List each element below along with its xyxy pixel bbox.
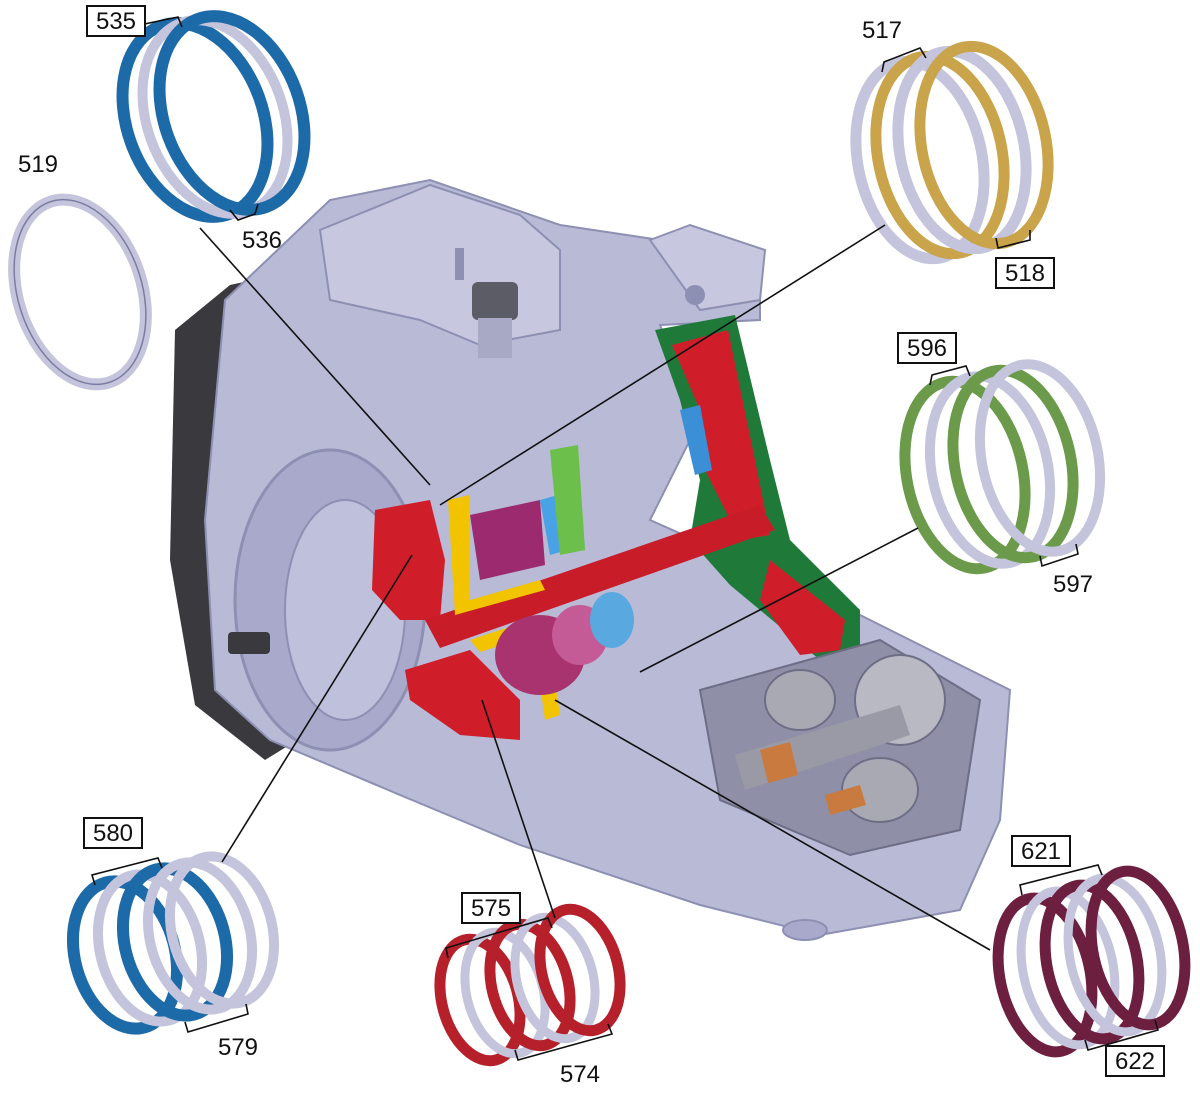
leader-535: [199, 227, 431, 486]
clutch-plate-519: [8, 193, 152, 391]
callout-535-text: 535: [96, 8, 136, 35]
clutch-pack-621-622: [992, 865, 1191, 1058]
section-green-gear: [550, 445, 585, 555]
transmission-housing: [170, 178, 1012, 941]
bracket-621: [1019, 864, 1103, 896]
stud: [455, 248, 464, 280]
section-blue-strip: [680, 405, 712, 475]
callout-518: 518: [995, 257, 1055, 289]
callout-596-text: 596: [907, 335, 947, 362]
clutch-pack-580-579: [66, 851, 280, 1035]
mount-hole: [685, 285, 705, 305]
callout-575-text: 575: [471, 895, 511, 922]
leader-lines: [199, 224, 991, 951]
section-red-upper: [672, 330, 770, 540]
clutch-pack-596-597: [899, 359, 1106, 575]
callout-621-text: 621: [1021, 838, 1061, 865]
callout-574: 574: [560, 1061, 600, 1088]
leader-621: [554, 699, 991, 951]
callout-517-text: 517: [862, 17, 902, 44]
section-yellow-upper: [448, 495, 545, 615]
callout-labels: 535 536 519 517 518 596 597 580 579: [18, 5, 1165, 1088]
filler-cap: [472, 282, 518, 320]
filler-neck: [478, 318, 512, 358]
section-blue-gear: [590, 592, 634, 648]
leader-517: [439, 224, 886, 506]
callout-622: 622: [1105, 1045, 1165, 1077]
transfer-gear-upper: [764, 669, 836, 731]
callout-574-text: 574: [560, 1061, 600, 1088]
callout-580: 580: [83, 817, 143, 849]
clutch-pack-517-518: [850, 40, 1054, 265]
callout-621: 621: [1011, 835, 1071, 867]
bracket-622: [1084, 1019, 1159, 1051]
bracket-574: [514, 1023, 614, 1061]
callout-519: 519: [18, 151, 58, 178]
bracket-597: [1039, 543, 1079, 568]
section-magenta-upper: [470, 500, 545, 580]
section-red-lower: [405, 650, 520, 740]
bracket-596: [929, 365, 971, 386]
bracket-518: [995, 230, 1031, 249]
callout-622-text: 622: [1115, 1048, 1155, 1075]
callout-535: 535: [86, 5, 146, 37]
bracket-517: [881, 47, 927, 73]
callout-519-text: 519: [18, 151, 58, 178]
bracket-579: [184, 1003, 249, 1033]
leader-596: [639, 527, 919, 673]
callout-596: 596: [897, 332, 957, 364]
copper-bushing: [760, 742, 798, 783]
main-shaft: [425, 505, 775, 648]
callout-517: 517: [862, 17, 902, 44]
callout-536-text: 536: [242, 227, 282, 254]
bracket-580: [90, 857, 163, 886]
callout-597: 597: [1053, 571, 1093, 598]
callout-579-text: 579: [218, 1034, 258, 1061]
bracket-575: [445, 917, 553, 959]
callout-575: 575: [461, 892, 521, 924]
callout-536: 536: [242, 227, 282, 254]
callout-579: 579: [218, 1034, 258, 1061]
bracket-536: [229, 203, 259, 221]
leader-575: [481, 699, 556, 919]
callout-518-text: 518: [1005, 260, 1045, 287]
callout-580-text: 580: [93, 820, 133, 847]
callout-597-text: 597: [1053, 571, 1093, 598]
leader-580: [221, 554, 413, 863]
sensor: [228, 632, 270, 654]
housing-foot: [782, 919, 828, 941]
clutch-pack-575-574: [434, 903, 626, 1067]
section-red-right: [760, 560, 845, 655]
brackets: [90, 16, 1159, 1061]
copper-bushing-2: [825, 785, 866, 815]
